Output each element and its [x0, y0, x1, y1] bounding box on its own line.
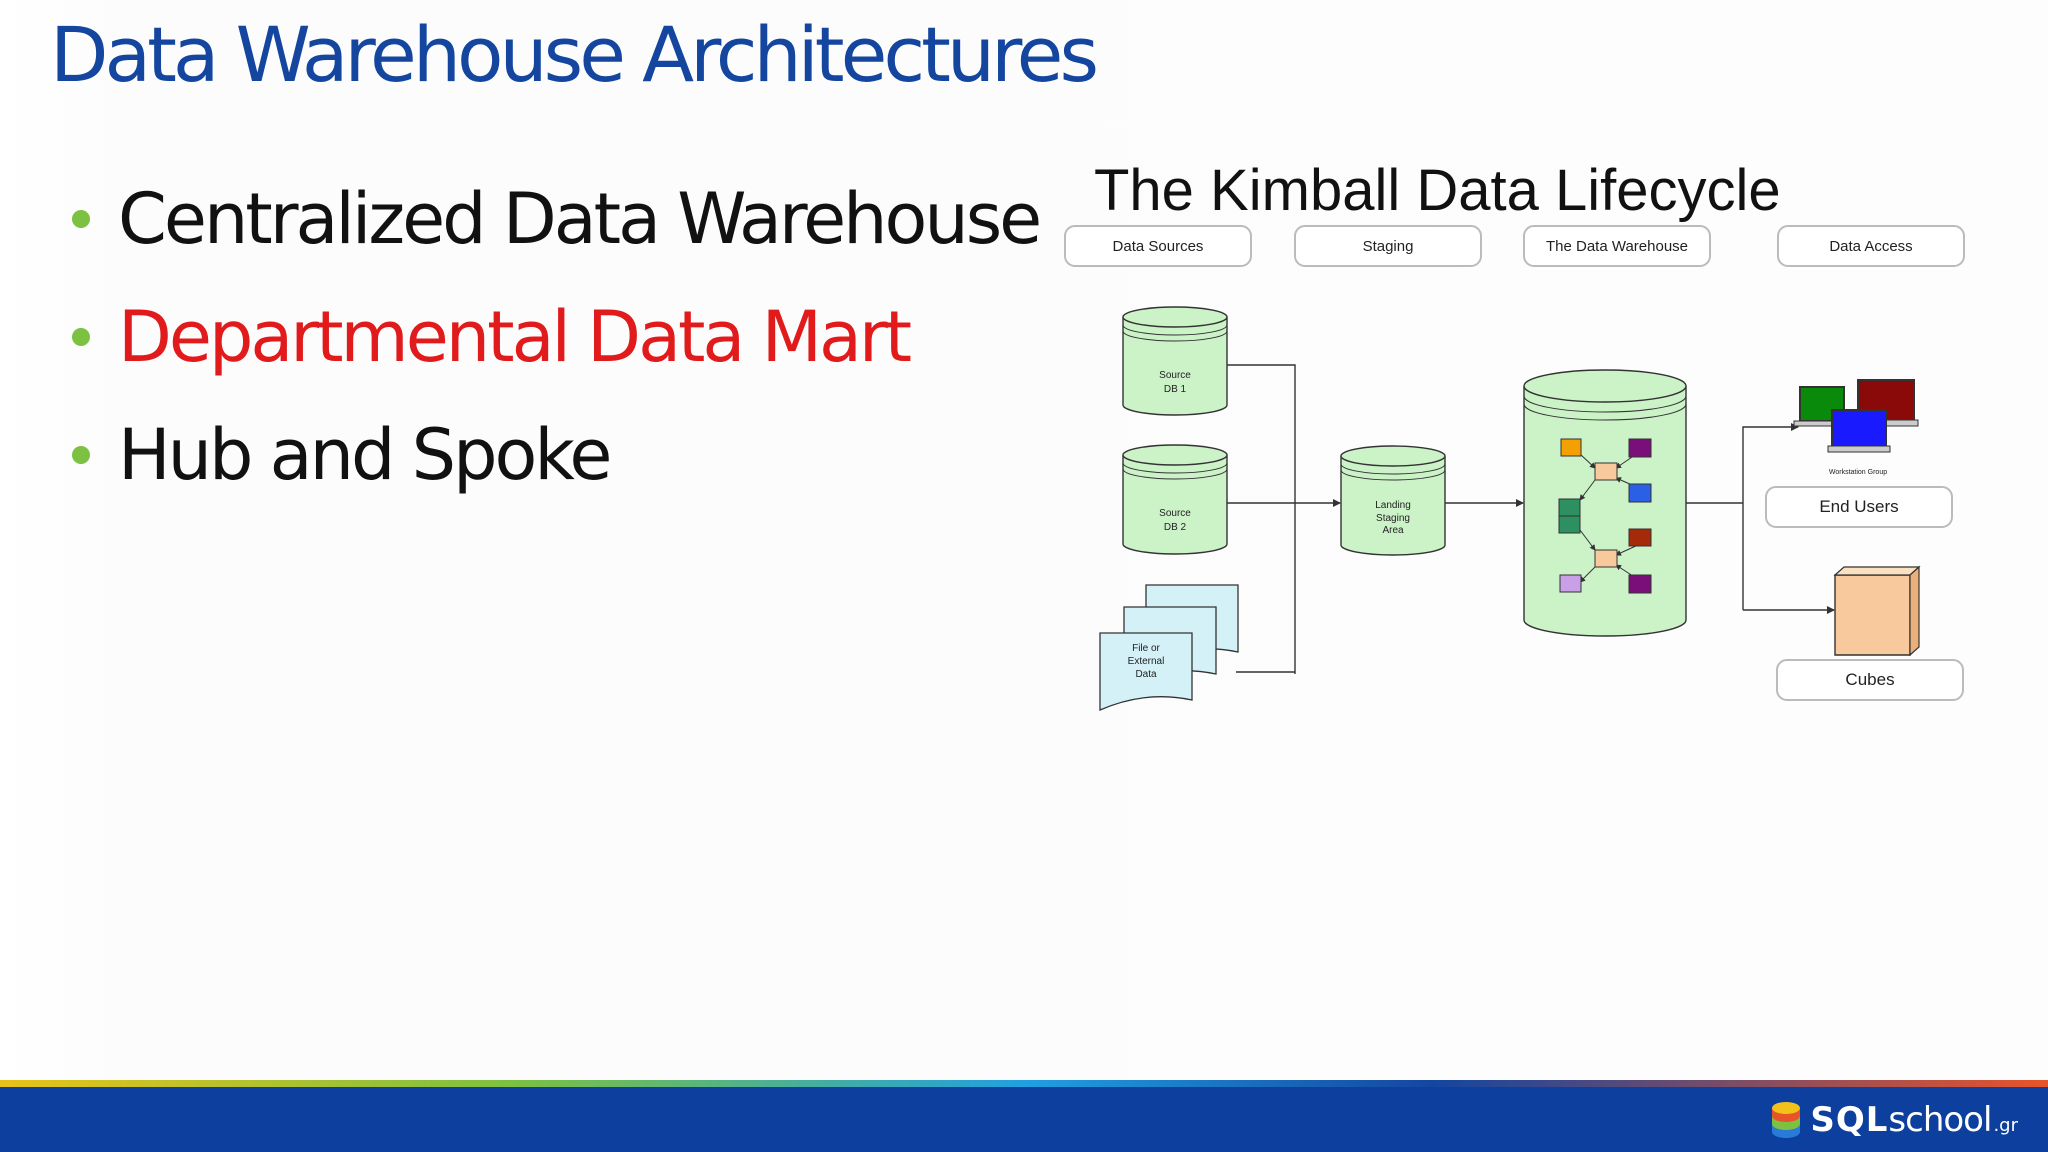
workstation-group-icon: Workstation Group: [1793, 379, 1919, 476]
bullet-label: Centralized Data Warehouse: [118, 178, 1042, 260]
slide-title: Data Warehouse Architectures: [50, 10, 1099, 99]
bullet-item-hub-spoke: Hub and Spoke: [70, 396, 1039, 514]
bullet-list: Centralized Data Warehouse Departmental …: [70, 160, 1042, 514]
staging-area-icon: Landing Staging Area: [1340, 445, 1446, 556]
database-stack-icon: [1772, 1101, 1801, 1138]
bullet-dot-icon: [72, 210, 90, 228]
end-users-label: End Users: [1819, 497, 1898, 516]
file-source-line3: Data: [1135, 669, 1157, 680]
file-source-line1: File or: [1132, 643, 1160, 654]
stage-label: Staging: [1363, 238, 1414, 255]
source-db1-line2: DB 1: [1164, 384, 1187, 395]
file-source-line2: External: [1128, 656, 1165, 667]
source-db1-icon: Source DB 1: [1122, 306, 1228, 416]
bullet-dot-icon: [72, 328, 90, 346]
brand-sql-text: SQL: [1810, 1099, 1889, 1140]
end-users-box: End Users: [1765, 486, 1953, 528]
staging-area-line1: Landing: [1375, 500, 1411, 511]
kimball-diagram-svg: The Kimball Data Lifecycle Data Sources …: [1064, 158, 1965, 711]
stage-label: Data Access: [1829, 238, 1912, 255]
stage-header-data-access: Data Access: [1777, 225, 1965, 267]
brand-school-text: school: [1888, 1099, 1992, 1140]
stage-header-data-warehouse: The Data Warehouse: [1523, 225, 1711, 267]
bullet-label: Hub and Spoke: [118, 414, 612, 496]
cube-icon: [1833, 565, 1921, 657]
file-source-icon: File or External Data: [1099, 584, 1239, 711]
source-db1-line1: Source: [1159, 370, 1191, 381]
stage-label: The Data Warehouse: [1546, 238, 1688, 255]
bullet-dot-icon: [72, 446, 90, 464]
stage-header-data-sources: Data Sources: [1064, 225, 1252, 267]
source-db2-line2: DB 2: [1164, 522, 1187, 533]
brand-tld-text: .gr: [1993, 1115, 2018, 1136]
workstation-group-label: Workstation Group: [1829, 469, 1887, 476]
source-db2-line1: Source: [1159, 508, 1191, 519]
sqlschool-logo: SQL school .gr: [1770, 1097, 2018, 1142]
stage-header-staging: Staging: [1294, 225, 1482, 267]
footer-bar: SQL school .gr: [0, 1087, 2048, 1152]
bullet-item-departmental: Departmental Data Mart: [70, 278, 1039, 396]
bullet-label: Departmental Data Mart: [118, 296, 912, 378]
stage-label: Data Sources: [1113, 238, 1204, 255]
kimball-diagram: The Kimball Data Lifecycle Data Sources …: [1058, 150, 1982, 722]
cubes-label: Cubes: [1845, 670, 1894, 689]
connector-lines: [1225, 364, 1835, 674]
cubes-box: Cubes: [1776, 659, 1964, 701]
staging-area-line2: Staging: [1376, 513, 1410, 524]
staging-area-line3: Area: [1382, 525, 1404, 536]
footer-accent-stripe: [0, 1080, 2048, 1087]
source-db2-icon: Source DB 2: [1122, 444, 1228, 555]
data-warehouse-icon: [1523, 369, 1687, 637]
bullet-item-centralized: Centralized Data Warehouse: [70, 160, 1042, 278]
diagram-title: The Kimball Data Lifecycle: [1094, 158, 1781, 223]
